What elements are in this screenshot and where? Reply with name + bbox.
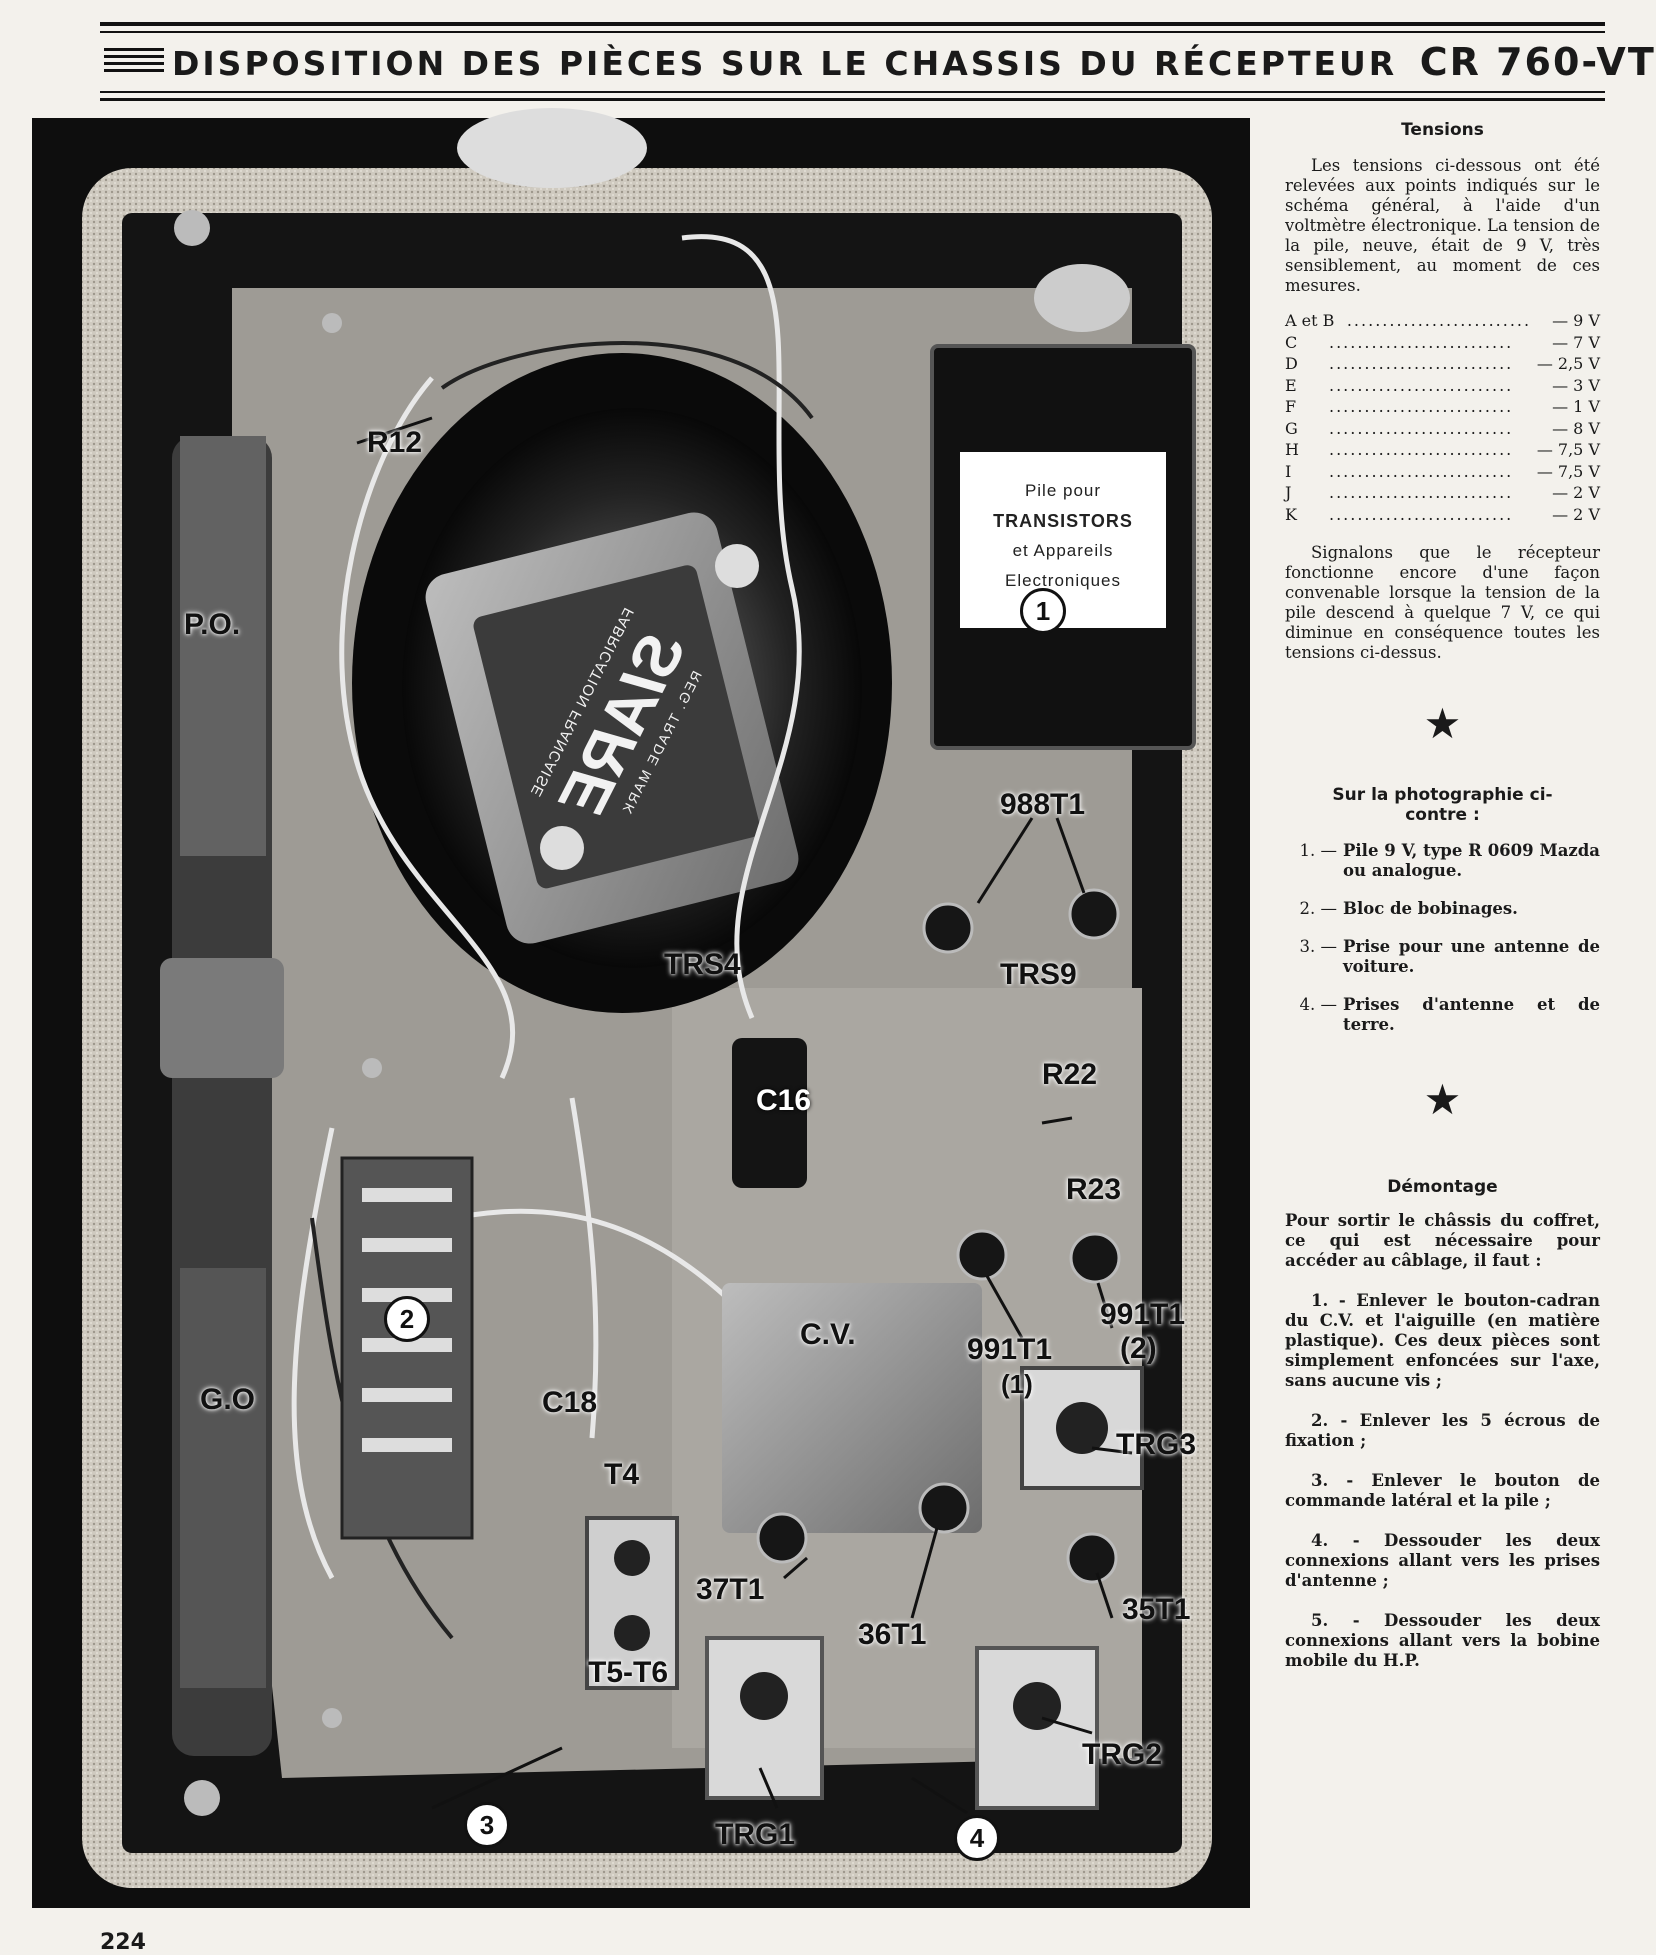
voltage-point: G	[1285, 418, 1298, 438]
voltage-point: A et B	[1285, 311, 1335, 330]
demontage-step: 1. - Enlever le bouton-cadran du C.V. et…	[1285, 1291, 1600, 1390]
legend-text: Prise pour une antenne de voiture.	[1343, 937, 1600, 976]
voltage-row: H..........................— 7,5 V	[1285, 440, 1600, 459]
tensions-heading: Tensions	[1401, 120, 1484, 140]
label-trs4: TRS4	[664, 948, 741, 981]
label-trg2: TRG2	[1082, 1738, 1163, 1771]
voltage-row: A et B..........................— 9 V	[1285, 311, 1600, 330]
voltage-point: I	[1285, 461, 1292, 481]
voltage-point: F	[1285, 397, 1297, 416]
battery-line-4: Electroniques	[1004, 571, 1121, 590]
demontage-intro: Pour sortir le châssis du coffret, ce qu…	[1285, 1211, 1600, 1270]
marker-1: 1	[1020, 588, 1066, 634]
legend-number: 2. —	[1299, 899, 1338, 918]
label-c18: C18	[542, 1386, 598, 1419]
marker-2: 2	[384, 1296, 430, 1342]
label-991t1-1-sub: (1)	[1001, 1369, 1033, 1399]
voltage-row: G..........................— 8 V	[1285, 418, 1600, 438]
legend-item: 2. — Bloc de bobinages.	[1285, 899, 1600, 919]
label-988t1: 988T1	[1000, 788, 1086, 821]
legend-text: Bloc de bobinages.	[1343, 899, 1518, 918]
tensions-note: Signalons que le récepteur fonctionne en…	[1285, 543, 1600, 662]
legend-item: 1. — Pile 9 V, type R 0609 Mazda ou analo…	[1285, 841, 1601, 881]
demontage-step: 4. - Dessouder les deux connexions allan…	[1285, 1531, 1600, 1590]
voltage-row: K..........................— 2 V	[1285, 504, 1600, 524]
label-991t1-2-name: 991T1	[1100, 1298, 1186, 1331]
label-trg1: TRG1	[715, 1818, 796, 1851]
battery-line-1: Pile pour	[1024, 481, 1102, 500]
legend-number: 3. —	[1299, 937, 1338, 956]
title-text: DISPOSITION DES PIÈCES SUR LE CHASSIS DU…	[172, 44, 1398, 83]
voltage-point: J	[1285, 483, 1292, 502]
label-36t1: 36T1	[858, 1618, 927, 1651]
voltage-value: — 7,5 V	[1536, 440, 1600, 459]
chassis-illustration	[82, 108, 1212, 1888]
header-decoration	[104, 48, 164, 76]
voltage-point: D	[1285, 354, 1298, 373]
voltage-value: — 2 V	[1552, 483, 1600, 502]
label-trs9: TRS9	[1000, 958, 1077, 991]
page-header: DISPOSITION DES PIÈCES SUR LE CHASSIS DU…	[100, 22, 1654, 101]
marker-3: 3	[464, 1802, 510, 1848]
voltage-value: — 2 V	[1552, 504, 1600, 524]
page-number: 224	[100, 1930, 146, 1955]
label-t4: T4	[604, 1458, 640, 1491]
demontage-step: 3. - Enlever le bouton de commande latér…	[1285, 1471, 1600, 1510]
sidebar-text: Tensions Les tensions ci-dessous ont été…	[1285, 120, 1600, 1671]
voltage-row: D..........................— 2,5 V	[1285, 354, 1600, 373]
label-35t1: 35T1	[1122, 1593, 1191, 1626]
label-c16: C16	[756, 1084, 812, 1117]
page-title: DISPOSITION DES PIÈCES SUR LE CHASSIS DU…	[172, 40, 1656, 84]
label-991t1-2-sub: (2)	[1120, 1332, 1157, 1365]
voltage-value: — 7 V	[1552, 332, 1600, 352]
voltage-point: E	[1285, 375, 1297, 395]
label-t5-t6: T5-T6	[588, 1656, 669, 1689]
label-r23: R23	[1066, 1173, 1122, 1206]
label-go: G.O	[200, 1383, 256, 1416]
demontage-heading: Démontage	[1387, 1177, 1498, 1197]
chassis-photo: Pile pour TRANSISTORS et Appareils Elect…	[32, 108, 1250, 1908]
star-divider-icon: ★	[1423, 699, 1462, 748]
label-r12: R12	[367, 426, 423, 459]
voltage-value: — 8 V	[1552, 418, 1600, 438]
label-cv: C.V.	[800, 1318, 856, 1351]
legend-text: Pile 9 V, type R 0609 Mazda ou analogue.	[1343, 841, 1600, 880]
legend-item: 4. — Prises d'antenne et de terre.	[1285, 995, 1601, 1035]
photo-legend-heading: Sur la photographie ci-contre :	[1332, 785, 1553, 825]
voltage-table: A et B..........................— 9 V C.…	[1285, 310, 1600, 525]
label-991t1-2: 991T1 (2)	[1100, 1298, 1185, 1366]
voltage-value: — 1 V	[1552, 397, 1600, 416]
battery-line-3: et Appareils	[1012, 541, 1114, 560]
label-r22: R22	[1042, 1058, 1098, 1091]
star-divider-icon: ★	[1423, 1075, 1462, 1124]
model-name: CR 760-VT	[1419, 40, 1656, 84]
legend-number: 1. —	[1299, 841, 1338, 860]
voltage-row: C..........................— 7 V	[1285, 332, 1600, 352]
voltage-row: E..........................— 3 V	[1285, 375, 1600, 395]
label-po: P.O.	[184, 608, 241, 641]
label-trg3: TRG3	[1116, 1428, 1197, 1461]
photo-legend-list: 1. — Pile 9 V, type R 0609 Mazda ou analo…	[1285, 841, 1601, 1035]
voltage-value: — 7,5 V	[1536, 461, 1600, 481]
legend-item: 3. — Prise pour une antenne de voiture.	[1285, 937, 1601, 977]
marker-4: 4	[954, 1815, 1000, 1861]
voltage-row: F..........................— 1 V	[1285, 397, 1600, 416]
voltage-value: — 3 V	[1552, 375, 1600, 395]
tensions-intro: Les tensions ci-dessous ont été relevées…	[1285, 156, 1600, 295]
voltage-point: K	[1285, 504, 1297, 524]
voltage-point: H	[1285, 440, 1299, 459]
legend-number: 4. —	[1299, 995, 1338, 1014]
voltage-value: — 2,5 V	[1536, 354, 1600, 373]
label-991t1-1-name: 991T1	[967, 1333, 1053, 1366]
voltage-row: J..........................— 2 V	[1285, 483, 1600, 502]
demontage-step: 2. - Enlever les 5 écrous de fixation ;	[1285, 1411, 1600, 1450]
legend-text: Prises d'antenne et de terre.	[1343, 995, 1600, 1034]
voltage-value: — 9 V	[1552, 311, 1600, 330]
battery-line-2: TRANSISTORS	[993, 511, 1133, 531]
demontage-step: 5. - Dessouder les deux connexions allan…	[1285, 1611, 1600, 1670]
label-991t1-1: 991T1 (1)	[967, 1333, 1052, 1401]
voltage-point: C	[1285, 332, 1298, 352]
voltage-row: I..........................— 7,5 V	[1285, 461, 1600, 481]
label-37t1: 37T1	[696, 1573, 765, 1606]
